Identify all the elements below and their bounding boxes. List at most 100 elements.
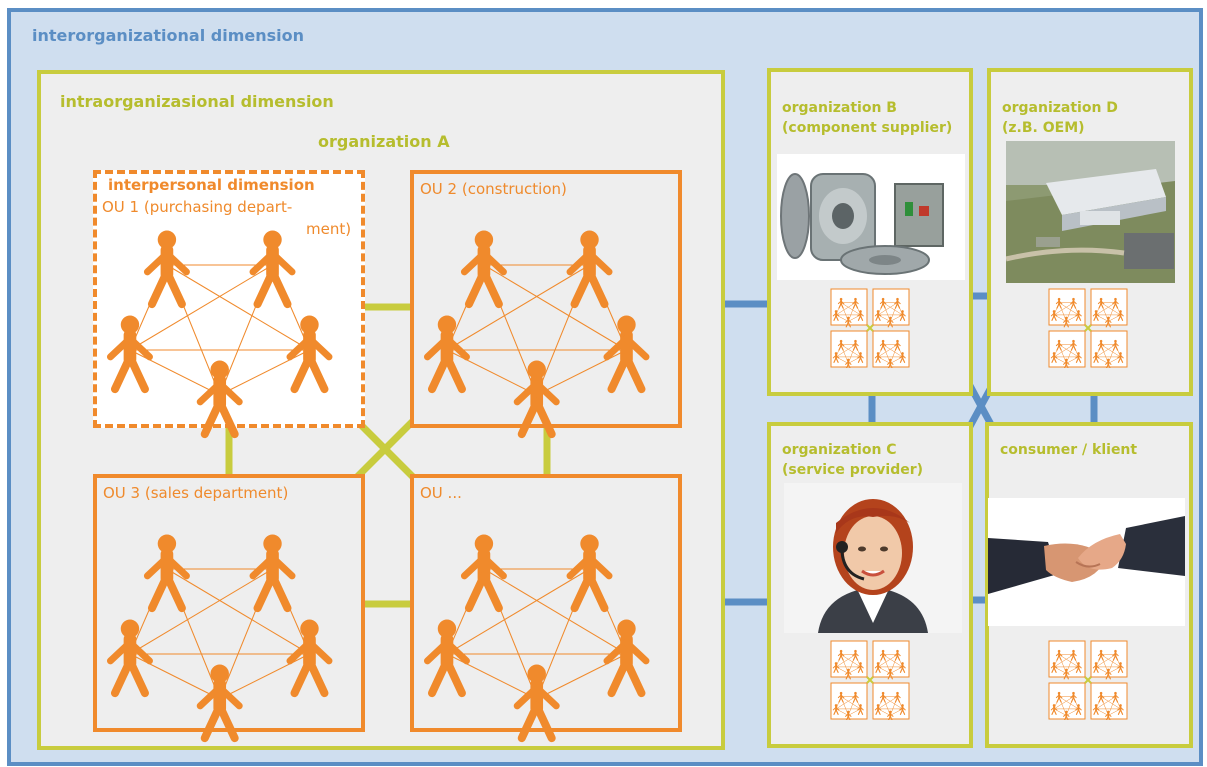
ou3-label: OU 3 (sales department) [103, 484, 289, 502]
organization-b-mini-ou-2-person-1 [879, 297, 887, 309]
organization-d-mini-ou-2-person-2 [1112, 297, 1119, 309]
organization-b-mini-ou-4-link [882, 344, 903, 358]
consumer-mini-ou-1-person-4 [1075, 662, 1082, 673]
consumer-name: consumer / klient [1000, 442, 1138, 458]
organization-d-mini-ou-1-link [1053, 314, 1067, 322]
ou1-interpersonal-label: interpersonal dimension [108, 176, 315, 194]
organization-a-title: organization A [318, 132, 450, 151]
valve-parts-photo [777, 154, 965, 280]
organization-b-mini-cross-b [866, 324, 874, 332]
ou2-person-2 [566, 230, 613, 309]
consumer-mini-ou-1-link [1066, 666, 1079, 674]
ou2-link [483, 264, 627, 351]
ou3-person-1 [143, 534, 190, 613]
organization-b-mini-ou-3-link [840, 344, 861, 358]
organization-d-mini-ou-1-link [1053, 302, 1074, 316]
organization-c-mini-ou-4-person-3 [874, 704, 882, 715]
ou2-network [423, 230, 650, 439]
organization-c-mini-ou-4-network [874, 691, 906, 720]
organization-b-mini-ou-1-person-2 [852, 297, 859, 309]
intraorganizational-title: intraorganizasional dimension [60, 92, 334, 111]
consumer-mini-ou-4-network [1092, 691, 1124, 720]
organization-c-mini-cross-b [866, 676, 874, 684]
organization-b-mini-ou-3-link [848, 356, 861, 364]
organization-b-mini-ou-1-person-1 [837, 297, 845, 309]
consumer-mini-ou-2-network [1092, 649, 1124, 680]
consumer-mini-ou-2-person-4 [1117, 662, 1124, 673]
organization-c-name: organization C [782, 442, 897, 458]
organization-b-role: (component supplier) [782, 120, 953, 136]
organization-c-mini-ou-3-person-2 [852, 691, 859, 703]
ou4-link [483, 568, 627, 655]
ou3-link [166, 568, 310, 655]
call-center-agent-photo [784, 483, 962, 633]
organization-b-mini-diagram [830, 288, 910, 368]
organization-c-mini-ou-2-person-4 [899, 662, 906, 673]
organization-d-mini-ou-3-person-4 [1075, 352, 1082, 363]
organization-d-mini-ou-4-link [1100, 344, 1121, 358]
consumer-mini-ou-2-link [1095, 666, 1109, 674]
consumer-mini-ou-4-person-1 [1097, 691, 1105, 703]
organization-c-mini-ou-2-link [890, 666, 903, 674]
consumer-mini-ou-4-link [1100, 696, 1121, 710]
organization-d-mini-ou-1-person-5 [1063, 316, 1070, 328]
interorganizational-title: interorganizational dimension [32, 26, 304, 45]
organization-b-mini-ou-2-person-3 [874, 310, 882, 321]
organization-d-mini-ou-3-link [1066, 356, 1079, 364]
organization-d-mini-diagram [1048, 288, 1128, 368]
organization-d-mini-ou-4-person-1 [1097, 339, 1105, 351]
organization-c-mini-ou-3-link [848, 708, 861, 716]
organization-d-mini-ou-3-link [1053, 344, 1074, 358]
organization-b-mini-ou-2-person-4 [899, 310, 906, 321]
ou4-person-5 [513, 664, 560, 743]
consumer-mini-ou-4-link [1095, 696, 1116, 710]
organization-d-mini-ou-4-person-5 [1105, 358, 1112, 368]
organization-c-mini-ou-1-person-5 [845, 668, 852, 680]
organization-c-mini-ou-2-link [882, 654, 903, 668]
organization-d-mini-ou-4-person-4 [1117, 352, 1124, 363]
organization-d-mini-ou-4-link [1108, 356, 1121, 364]
organization-b-mini-ou-4-link [877, 356, 891, 364]
consumer-mini-ou-4-person-3 [1092, 704, 1100, 715]
organization-c-role: (service provider) [782, 462, 924, 478]
organization-c-mini-ou-2-link [877, 666, 891, 674]
ou4-link [446, 653, 537, 700]
consumer-mini-ou-2-person-5 [1105, 668, 1112, 680]
organization-d-mini-ou-4-network [1092, 339, 1124, 368]
ou3-network [106, 534, 333, 743]
consumer-mini-cross-b [1084, 676, 1092, 684]
organization-c-mini-ou-4-link [877, 708, 891, 716]
organization-c-mini-ou-1-person-3 [832, 662, 840, 673]
ou3-link [129, 653, 220, 700]
organization-b-mini-ou-1-link [835, 314, 849, 322]
organization-d-mini-ou-2-link [1095, 314, 1109, 322]
ou1-label-line1: OU 1 (purchasing depart- [102, 198, 293, 216]
organization-c-mini-ou-3-link [840, 696, 861, 710]
organization-d-mini-ou-3-person-5 [1063, 358, 1070, 368]
organization-b-mini-ou-1-link [835, 302, 856, 316]
organization-b-mini-ou-2-link [877, 302, 898, 316]
organization-b-mini-ou-3-link [835, 356, 849, 364]
organization-b-mini-ou-4-person-5 [887, 358, 894, 368]
consumer-mini-ou-3-person-4 [1075, 704, 1082, 715]
organization-c-mini-ou-4-link [890, 708, 903, 716]
consumer-title: consumer / klient [1000, 440, 1137, 460]
organization-b-mini-ou-2-network [874, 297, 906, 328]
organization-b-mini-ou-3-person-5 [845, 358, 852, 368]
ou3-person-2 [249, 534, 296, 613]
consumer-mini-ou-4-person-2 [1112, 691, 1119, 703]
organization-d-mini-ou-1-link [1066, 314, 1079, 322]
ou1-link [129, 264, 273, 351]
organization-d-mini-ou-4-person-3 [1092, 352, 1100, 363]
organization-b-mini-ou-2-link [877, 314, 891, 322]
organization-d-mini-ou-1-person-2 [1070, 297, 1077, 309]
organization-c-mini-ou-3-person-4 [857, 704, 864, 715]
organization-b-mini-ou-4-link [877, 344, 898, 358]
organization-d-mini-ou-3-network [1050, 339, 1082, 368]
consumer-mini-ou-3-link [1053, 696, 1074, 710]
organization-c-mini-ou-3-person-1 [837, 691, 845, 703]
organization-c-mini-ou-1-link [848, 666, 861, 674]
consumer-mini-ou-3-person-1 [1055, 691, 1063, 703]
organization-b-mini-ou-1-network [832, 297, 864, 328]
consumer-mini-ou-4-link [1108, 708, 1121, 716]
